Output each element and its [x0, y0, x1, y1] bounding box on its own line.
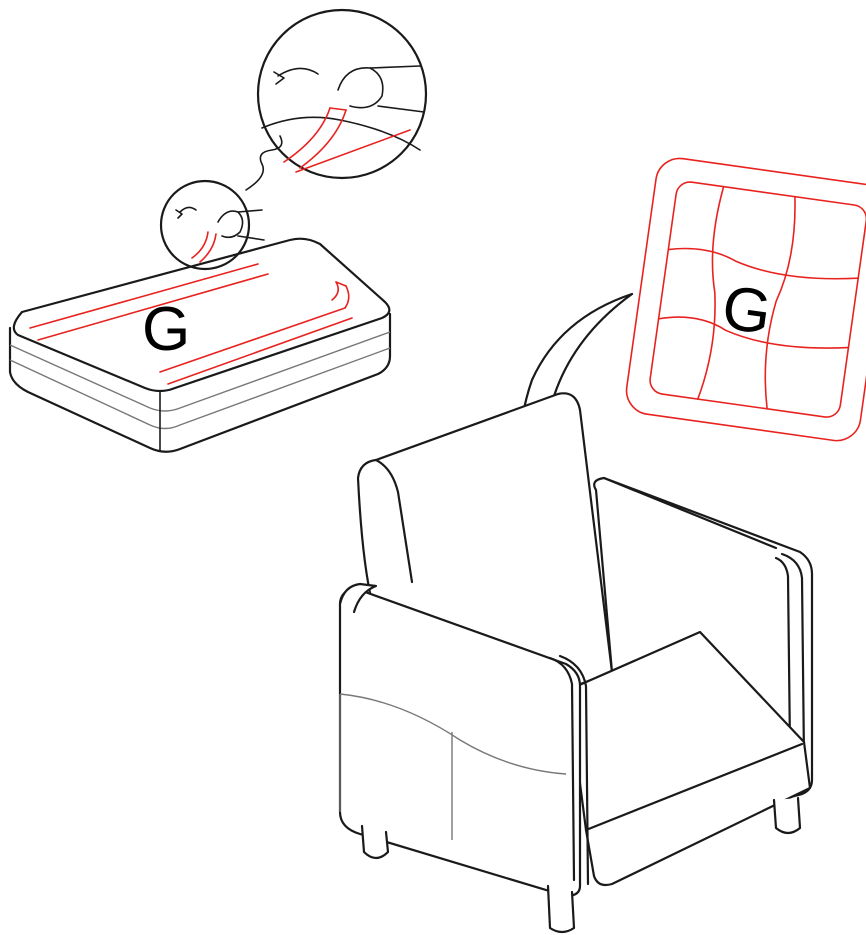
detail-connector — [246, 136, 282, 190]
seat-cushion-letter: G — [142, 295, 190, 364]
back-cushion-letter: G — [718, 273, 775, 348]
armchair — [340, 393, 812, 932]
back-cushion: G — [623, 155, 866, 443]
peel-tape-zoom-icon — [258, 10, 426, 178]
seat-cushion: G — [10, 239, 390, 452]
